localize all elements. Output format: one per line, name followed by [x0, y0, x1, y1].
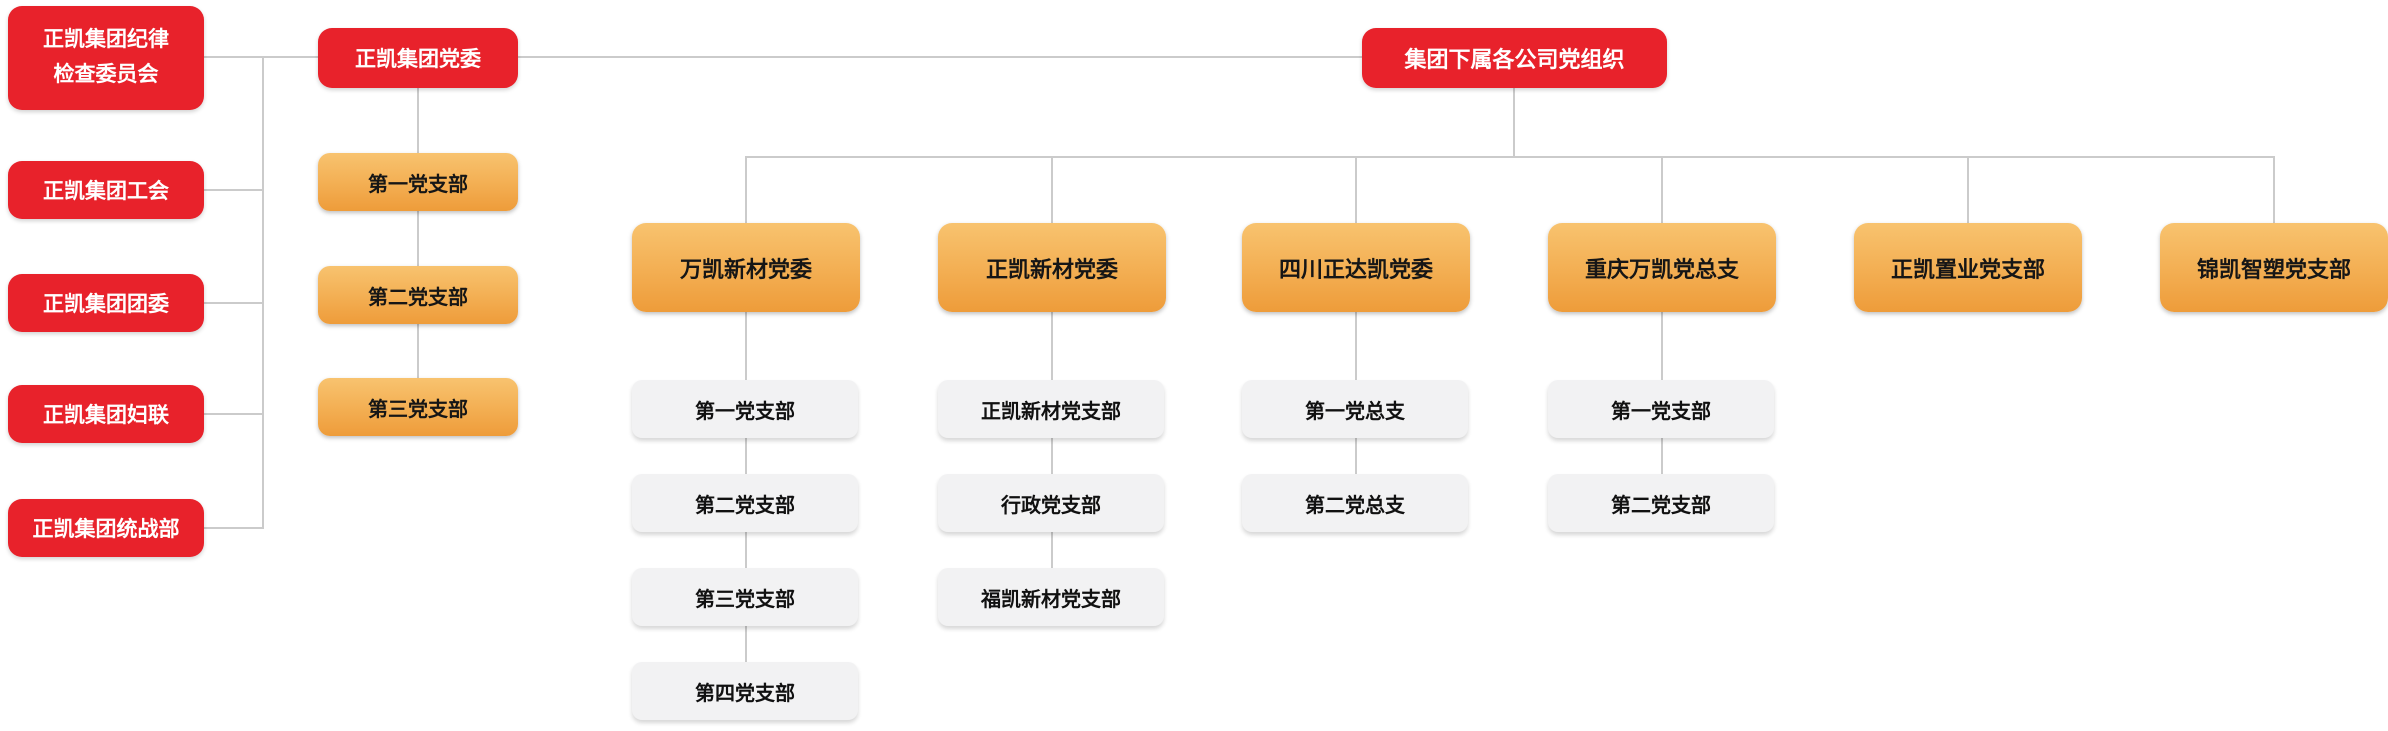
node-labor-union: 正凯集团工会 [8, 161, 204, 219]
connector-drop-col-1 [745, 156, 747, 224]
node-hq-branch-3: 第三党支部 [318, 378, 518, 436]
node-hq-branch-1: 第一党支部 [318, 153, 518, 211]
node-wankai-branch-1: 第一党支部 [632, 380, 858, 438]
node-discipline-committee: 正凯集团纪律 检查委员会 [8, 6, 204, 110]
connector-distribution-horizontal [745, 156, 2275, 158]
node-chongqing-wankai-general-branch: 重庆万凯党总支 [1548, 223, 1776, 312]
connector-drop-col-2 [1051, 156, 1053, 224]
connector-drop-col-5 [1967, 156, 1969, 224]
connector-drop-col-4 [1661, 156, 1663, 224]
node-chongqing-wankai-branch-1: 第一党支部 [1548, 380, 1774, 438]
node-discipline-committee-line2: 检查委员会 [53, 63, 159, 86]
node-zhengdakai-general-branch-2: 第二党总支 [1242, 474, 1468, 532]
node-chongqing-wankai-branch-2: 第二党支部 [1548, 474, 1774, 532]
node-wankai-branch-4: 第四党支部 [632, 662, 858, 720]
connector-hq-branches-vertical [417, 88, 419, 380]
node-wankai-committee: 万凯新材党委 [632, 223, 860, 312]
node-zhengkai-zhiye-branch: 正凯置业党支部 [1854, 223, 2082, 312]
connector-root-drop [1513, 88, 1515, 157]
connector-children-col-2 [1051, 312, 1053, 570]
node-jinkai-zhisu-branch: 锦凯智塑党支部 [2160, 223, 2388, 312]
node-hq-branch-2: 第二党支部 [318, 266, 518, 324]
connector-stub-labor-union [204, 189, 264, 191]
node-subsidiaries-root: 集团下属各公司党组织 [1362, 28, 1667, 88]
connector-left-vertical [262, 56, 264, 529]
node-united-front: 正凯集团统战部 [8, 499, 204, 557]
connector-main-horizontal [204, 56, 1364, 58]
connector-stub-youth-league [204, 302, 264, 304]
node-zhengkai-xincai-committee: 正凯新材党委 [938, 223, 1166, 312]
node-sichuan-zhengdakai-committee: 四川正达凯党委 [1242, 223, 1470, 312]
node-group-party-committee: 正凯集团党委 [318, 28, 518, 88]
node-zhengdakai-general-branch-1: 第一党总支 [1242, 380, 1468, 438]
connector-drop-col-6 [2273, 156, 2275, 224]
node-xingzheng-branch: 行政党支部 [938, 474, 1164, 532]
connector-stub-united-front [204, 527, 264, 529]
node-youth-league: 正凯集团团委 [8, 274, 204, 332]
connector-drop-col-3 [1355, 156, 1357, 224]
node-wankai-branch-2: 第二党支部 [632, 474, 858, 532]
node-womens-federation: 正凯集团妇联 [8, 385, 204, 443]
connector-stub-womens-federation [204, 413, 264, 415]
node-fukai-xincai-branch: 福凯新材党支部 [938, 568, 1164, 626]
node-zhengkai-xincai-branch: 正凯新材党支部 [938, 380, 1164, 438]
node-discipline-committee-line1: 正凯集团纪律 [43, 28, 169, 52]
node-wankai-branch-3: 第三党支部 [632, 568, 858, 626]
